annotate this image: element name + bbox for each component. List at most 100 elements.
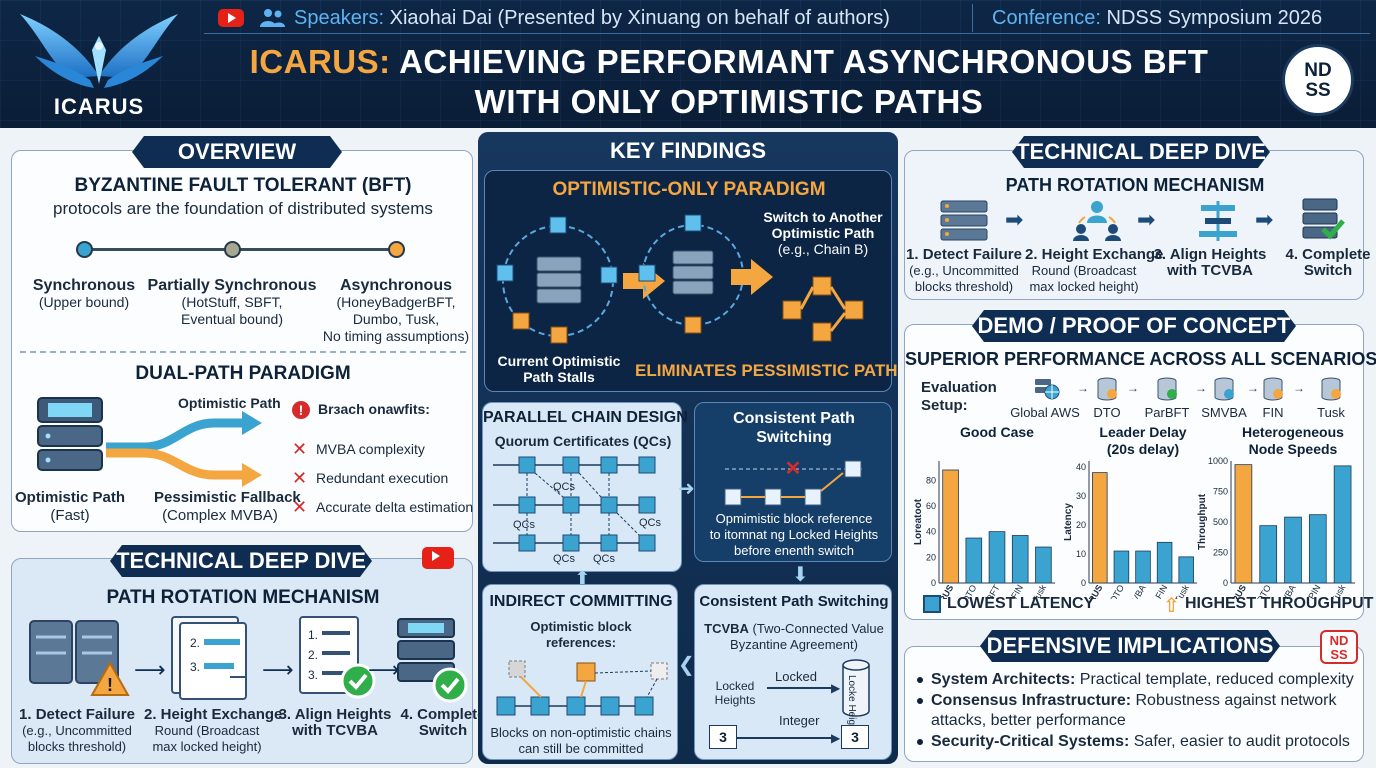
path-switch-diagram: [496, 214, 864, 344]
x-mark-icon: ✕: [292, 497, 308, 517]
y-tick-label: 30: [1076, 491, 1086, 501]
qc-label: QCs: [553, 481, 575, 493]
step-detail: Round (Broadcast: [1031, 263, 1137, 278]
warning-icon: !: [292, 401, 310, 419]
title-accent: ICARUS:: [249, 43, 391, 80]
step-detail: max locked height): [152, 739, 262, 754]
divider: [20, 351, 466, 353]
indirect-sub-line1: Optimistic block: [530, 619, 632, 634]
implication-bold: Security-Critical Systems:: [931, 733, 1130, 750]
chart-0: Good Case020406080LoreatootICARUSDTOParB…: [913, 424, 1055, 599]
ndss-badge: ND SS: [1282, 44, 1354, 116]
icarus-logo: ICARUS: [10, 6, 188, 122]
bar-dto: [1259, 525, 1278, 584]
stalls-line1: Current Optimistic: [497, 353, 621, 369]
step-detail: with TCVBA: [1167, 262, 1253, 279]
switch-text: Switch to Another Optimistic Path (e.g.,…: [755, 209, 891, 257]
stage-detail: No timing assumptions): [322, 328, 470, 344]
arrow-right-icon: ➡: [1005, 207, 1024, 232]
bar-icarus: [1092, 472, 1108, 584]
drawback-item: Accurate delta estimation: [316, 499, 474, 515]
timeline-stage: Synchronous(Upper bound): [0, 277, 174, 311]
ndss-small-badge: ND SS: [1320, 630, 1358, 664]
cube-icon: [923, 595, 941, 613]
demo-panel: SUPERIOR PERFORMANCE ACROSS ALL SCENARIO…: [904, 324, 1376, 620]
implications-banner: DEFENSIVE IMPLICATIONS: [980, 630, 1280, 662]
step-detail: Switch: [418, 722, 468, 739]
y-tick-label: 750: [1213, 487, 1228, 497]
y-tick-label: 60: [926, 501, 936, 511]
tcvba-card: Consistent Path Switching TCVBA (Two-Con…: [694, 584, 892, 760]
highest-throughput: HIGHEST THROUGHPUT: [1185, 595, 1374, 612]
timeline-dot: [224, 241, 241, 258]
network-people-icon: [1073, 201, 1121, 241]
top-info-bar: Speakers: Xiaohai Dai (Presented by Xinu…: [204, 2, 1370, 34]
optimistic-path-label: Optimistic Path: [178, 395, 281, 411]
parallel-heading: PARALLEL CHAIN DESIGN: [483, 409, 688, 426]
x-tick-label: DTO: [1108, 583, 1126, 599]
step-detail: Switch: [1303, 262, 1353, 279]
timeline-dot: [76, 241, 93, 258]
arrow-left-icon: ❮: [678, 654, 695, 676]
consistent-switching-card: Consistent Path Switching ✕ Opmimistic b…: [694, 402, 892, 562]
title-line2: WITH ONLY OPTIMISTIC PATHS: [474, 83, 984, 120]
hierarchy-icon: [1199, 201, 1237, 241]
implication-item: Consensus Infrastructure: Robustness aga…: [917, 692, 1337, 710]
overview-banner: OVERVIEW: [132, 136, 342, 168]
consistent-heading: Consistent Path Switching: [695, 409, 893, 447]
database-icon: [1213, 377, 1235, 401]
server-icon: [940, 200, 988, 241]
svg-text:!: !: [107, 675, 113, 695]
logo-text: ICARUS: [53, 94, 145, 119]
performance-heading: SUPERIOR PERFORMANCE ACROSS ALL SCENARIO…: [905, 349, 1376, 369]
bullet-icon: [917, 676, 923, 683]
database-icon: [1156, 377, 1178, 401]
bar-smvba: [1135, 550, 1151, 584]
drawbacks-title: Brзach onawfits:: [318, 401, 430, 417]
deep-dive-left-banner: TECHNICAL DEEP DIVE: [110, 545, 372, 577]
switch-line3: (e.g., Chain B): [777, 241, 869, 257]
stalls-line2: Path Stalls: [523, 369, 595, 385]
bar-fin: [1156, 541, 1173, 584]
bar-pin: [1308, 514, 1327, 584]
key-findings-banner: KEY FINDINGS: [609, 138, 767, 163]
y-axis-label: Latency: [1063, 503, 1074, 541]
implications-panel: System Architects: Practical template, r…: [904, 646, 1364, 762]
locked-label: Locked: [775, 669, 817, 684]
bft-subheading: protocols are the foundation of distribu…: [53, 199, 433, 218]
tcvba-rest: (Two-Connected Value: [748, 621, 884, 636]
path-rotation-heading-left: PATH ROTATION MECHANISM: [106, 587, 380, 608]
bar-tusk: [1333, 465, 1352, 584]
overview-panel: BYZANTINE FAULT TOLERANT (BFT) protocols…: [11, 150, 473, 532]
switch-line1: Switch to Another: [763, 209, 883, 225]
stage-detail: (HoneyBadgerBFT,: [336, 294, 456, 310]
database-icon: [1320, 377, 1342, 401]
parallel-chain-card: PARALLEL CHAIN DESIGN Quorum Certificate…: [482, 402, 688, 572]
indirect-committing-card: INDIRECT COMMITTING Optimistic block ref…: [482, 584, 678, 760]
arrow-right-icon: ➜: [678, 478, 695, 500]
indirect-diagram: [496, 660, 668, 716]
svg-text:2.: 2.: [308, 648, 318, 662]
setup-item: Tusk: [1317, 405, 1345, 420]
bar-dto: [965, 537, 983, 584]
timeline-stage: Asynchronous(HoneyBadgerBFT,Dumbo, Tusk,…: [306, 277, 486, 345]
eval-line2: Setup:: [921, 397, 968, 414]
stage-detail: Dumbo, Tusk,: [352, 311, 440, 327]
x-tick-label: SMVBA: [1123, 583, 1147, 599]
consistent-text: Opmimistic block reference to itomnat ng…: [695, 511, 893, 559]
stage-title: Asynchronous: [339, 277, 452, 294]
bullet-icon: [917, 738, 923, 745]
y-tick-label: 40: [1076, 462, 1086, 472]
step-title: 1. Detect Failure: [19, 706, 135, 723]
youtube-icon[interactable]: [422, 547, 454, 569]
cylinder-label: Locke Height: [846, 675, 857, 734]
svg-text:2.: 2.: [190, 636, 200, 650]
bar-smvba: [1284, 516, 1302, 584]
speakers-value: Xiaohai Dai (Presented by Xinuang on beh…: [389, 7, 890, 29]
youtube-icon[interactable]: [218, 9, 244, 27]
bar-icarus: [942, 469, 959, 584]
arrow-right-icon: ▶: [831, 731, 841, 745]
step-title: 2. Height Exchange: [144, 706, 283, 723]
